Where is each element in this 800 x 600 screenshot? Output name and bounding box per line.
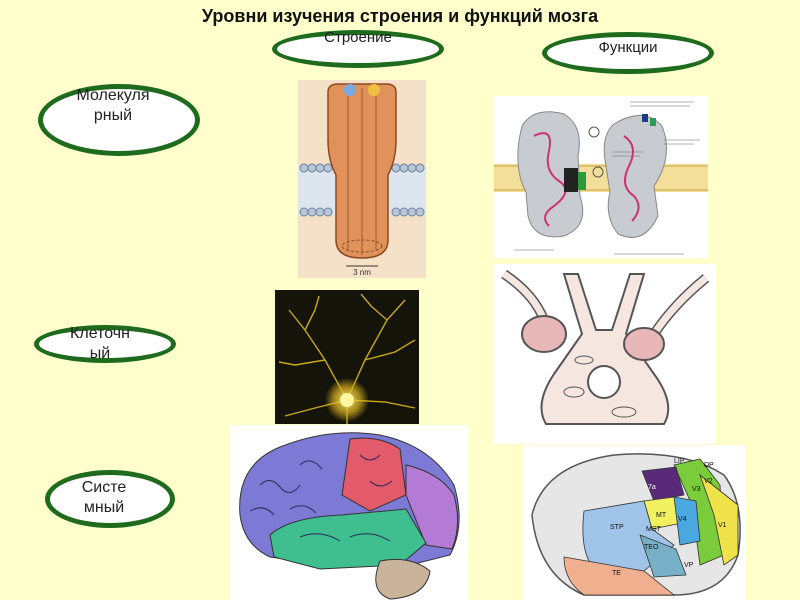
area-label-te: TE	[612, 570, 621, 577]
neuron-photo-icon	[275, 290, 419, 424]
level-molecular-label: Молекуля рный	[76, 87, 150, 124]
ion-channel-structure-icon: 3 nm	[298, 80, 426, 278]
functions-header-oval	[542, 32, 714, 74]
area-label-v2: V2	[704, 478, 713, 485]
visual-cortex-map-icon: 7a MT MST V4 V3 V2 V1 TEO TE STP VP LIP …	[524, 445, 746, 600]
level-cellular-oval	[34, 325, 176, 363]
area-label-mt: MT	[656, 512, 667, 519]
area-label-v4: V4	[678, 516, 687, 523]
scale-label: 3 nm	[353, 268, 371, 277]
structure-header-oval	[272, 30, 444, 68]
structure-header-label: Строение	[324, 29, 392, 46]
page-title: Уровни изучения строения и функций мозга	[201, 6, 599, 26]
level-systemic-oval	[45, 470, 175, 528]
functions-header-label: Функции	[598, 39, 658, 56]
level-molecular-oval	[38, 84, 200, 156]
area-label-v1: V1	[718, 522, 727, 529]
area-label-v3: V3	[692, 486, 701, 493]
level-systemic-label: Систе мный	[81, 479, 127, 516]
brain-lobes-icon	[230, 425, 468, 600]
area-label-lip: LIP	[674, 458, 685, 465]
synapse-diagram-icon	[494, 264, 716, 444]
area-label-vp: VP	[684, 562, 694, 569]
area-label-dp: DP	[704, 462, 714, 469]
area-label-stp: STP	[610, 524, 624, 531]
area-label-7a: 7a	[648, 484, 656, 491]
level-cellular-label: Клеточн ый	[70, 325, 130, 362]
area-label-mst: MST	[646, 526, 662, 533]
ion-channel-function-icon	[494, 96, 708, 258]
area-label-teo: TEO	[644, 544, 659, 551]
